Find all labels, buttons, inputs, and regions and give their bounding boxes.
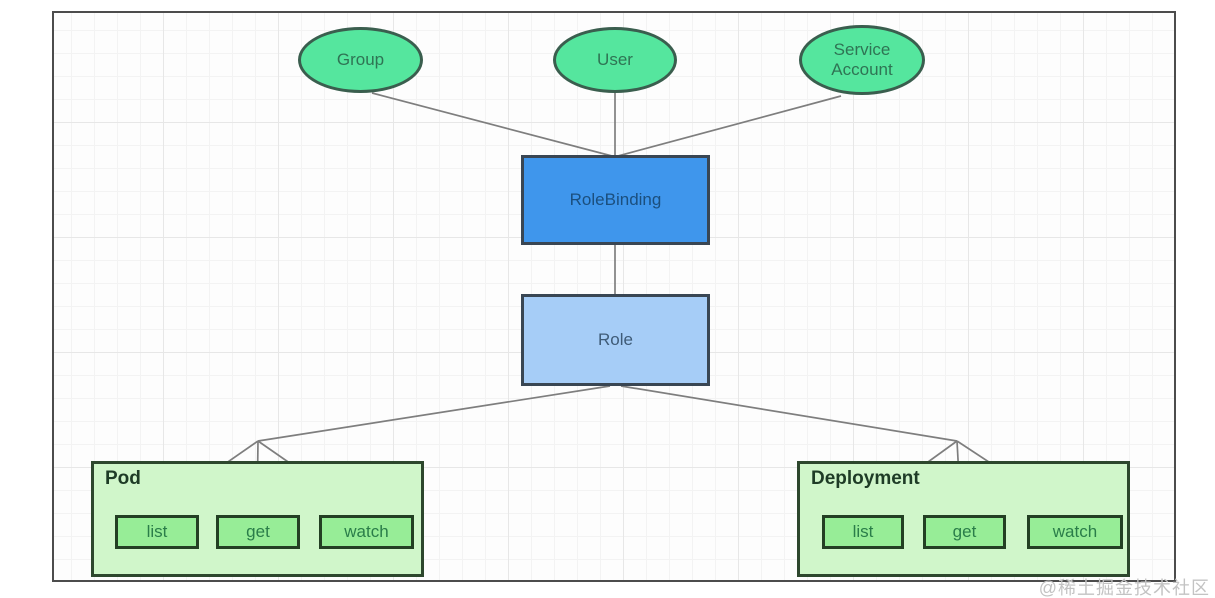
node-user: User	[553, 27, 677, 93]
verb-box-deployment-watch: watch	[1027, 515, 1123, 549]
container-deployment: Deployment list get watch	[797, 461, 1130, 577]
verb-box-pod-list: list	[115, 515, 199, 549]
verb-box-deployment-list: list	[822, 515, 904, 549]
container-deployment-title: Deployment	[811, 468, 920, 489]
node-rolebinding: RoleBinding	[521, 155, 710, 245]
container-pod-title: Pod	[105, 468, 141, 489]
verb-box-pod-get: get	[216, 515, 300, 549]
container-pod: Pod list get watch	[91, 461, 424, 577]
verb-box-deployment-get: get	[923, 515, 1006, 549]
node-rolebinding-label: RoleBinding	[569, 190, 662, 209]
node-role-label: Role	[598, 330, 633, 349]
node-service-account: Service Account	[799, 25, 925, 95]
verb-box-pod-watch: watch	[319, 515, 414, 549]
node-role: Role	[521, 294, 710, 386]
watermark: @稀土掘金技术社区	[1038, 578, 1210, 598]
node-group-label: Group	[336, 50, 385, 70]
node-group: Group	[298, 27, 423, 93]
node-user-label: User	[597, 50, 633, 70]
node-service-account-label: Service Account	[831, 40, 893, 79]
